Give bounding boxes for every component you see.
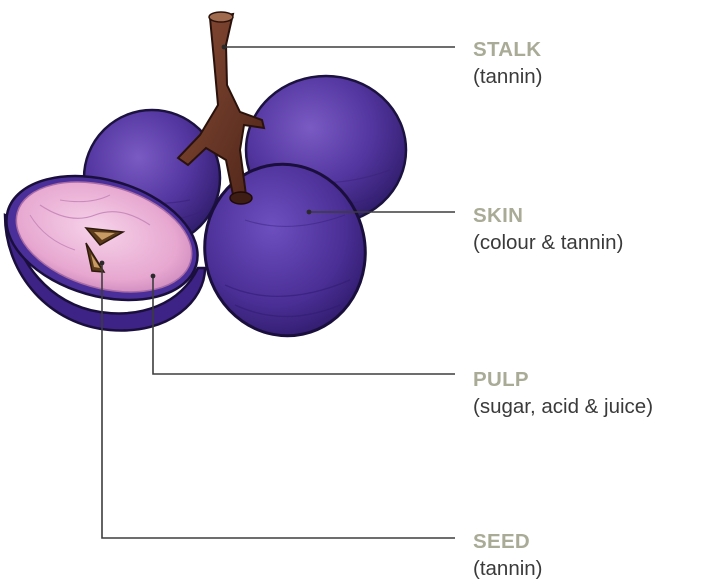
seed-label-description: (tannin) <box>473 555 709 582</box>
skin-label: SKIN (colour & tannin) <box>473 202 709 256</box>
pulp-label: PULP (sugar, acid & juice) <box>473 366 709 420</box>
pulp-label-title: PULP <box>473 366 709 393</box>
seed-label: SEED (tannin) <box>473 528 709 582</box>
stalk-label: STALK (tannin) <box>473 36 709 90</box>
stalk-label-description: (tannin) <box>473 63 709 90</box>
seed-label-title: SEED <box>473 528 709 555</box>
skin-label-description: (colour & tannin) <box>473 229 709 256</box>
skin-label-title: SKIN <box>473 202 709 229</box>
stalk-label-title: STALK <box>473 36 709 63</box>
pulp-label-description: (sugar, acid & juice) <box>473 393 709 420</box>
